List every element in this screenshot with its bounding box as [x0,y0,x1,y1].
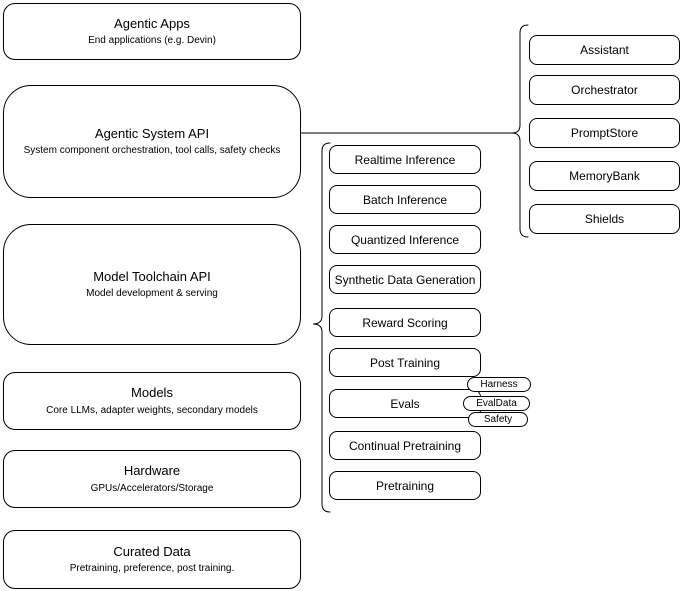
tag-harness: Harness [467,377,531,392]
box-promptstore: PromptStore [529,118,680,148]
box-label: Batch Inference [362,192,448,207]
box-title: Hardware [123,463,181,479]
box-subtitle: Pretraining, preference, post training. [69,563,235,575]
box-title: Agentic Apps [114,15,190,31]
box-synthetic-data-generation: Synthetic Data Generation [329,265,481,294]
box-orchestrator: Orchestrator [529,75,680,105]
box-evals: Evals [329,389,481,418]
box-models: Models Core LLMs, adapter weights, secon… [3,372,301,430]
box-agentic-system-api: Agentic System API System component orch… [3,85,301,198]
box-quantized-inference: Quantized Inference [329,225,481,254]
box-realtime-inference: Realtime Inference [329,145,481,174]
box-title: Agentic System API [94,125,210,141]
box-label: Orchestrator [571,83,638,97]
bracket-toolchain-services [312,142,331,513]
box-label: Shields [584,212,625,226]
box-subtitle: Core LLMs, adapter weights, secondary mo… [46,404,258,416]
tag-label: Safety [483,413,513,425]
box-label: Synthetic Data Generation [334,272,476,287]
box-pretraining: Pretraining [329,471,481,500]
box-label: Realtime Inference [354,152,456,167]
tag-label: Harness [480,378,518,390]
tag-safety: Safety [468,412,528,427]
box-hardware: Hardware GPUs/Accelerators/Storage [3,450,301,508]
box-label: MemoryBank [569,169,640,183]
box-label: Evals [390,396,420,411]
box-curated-data: Curated Data Pretraining, preference, po… [3,530,301,589]
box-assistant: Assistant [529,35,680,65]
box-title: Models [131,385,173,401]
box-subtitle: Model development & serving [86,288,218,300]
bracket-system-components [511,24,529,238]
box-label: Reward Scoring [362,315,448,330]
box-title: Model Toolchain API [93,268,211,284]
box-subtitle: GPUs/Accelerators/Storage [90,482,214,494]
box-continual-pretraining: Continual Pretraining [329,431,481,460]
box-reward-scoring: Reward Scoring [329,308,481,337]
box-subtitle: End applications (e.g. Devin) [88,35,216,47]
box-post-training: Post Training [329,348,481,377]
box-subtitle: System component orchestration, tool cal… [23,145,281,157]
box-label: Continual Pretraining [348,438,462,453]
box-agentic-apps: Agentic Apps End applications (e.g. Devi… [3,3,301,60]
box-shields: Shields [529,204,680,234]
box-label: PromptStore [570,126,639,140]
box-label: Quantized Inference [350,232,460,247]
tag-label: EvalData [476,397,517,409]
box-batch-inference: Batch Inference [329,185,481,214]
box-title: Curated Data [113,543,191,559]
box-model-toolchain-api: Model Toolchain API Model development & … [3,224,301,345]
box-memorybank: MemoryBank [529,161,680,191]
box-label: Pretraining [375,478,435,493]
tag-evaldata: EvalData [463,396,530,411]
box-label: Assistant [580,43,629,57]
box-label: Post Training [369,355,441,370]
